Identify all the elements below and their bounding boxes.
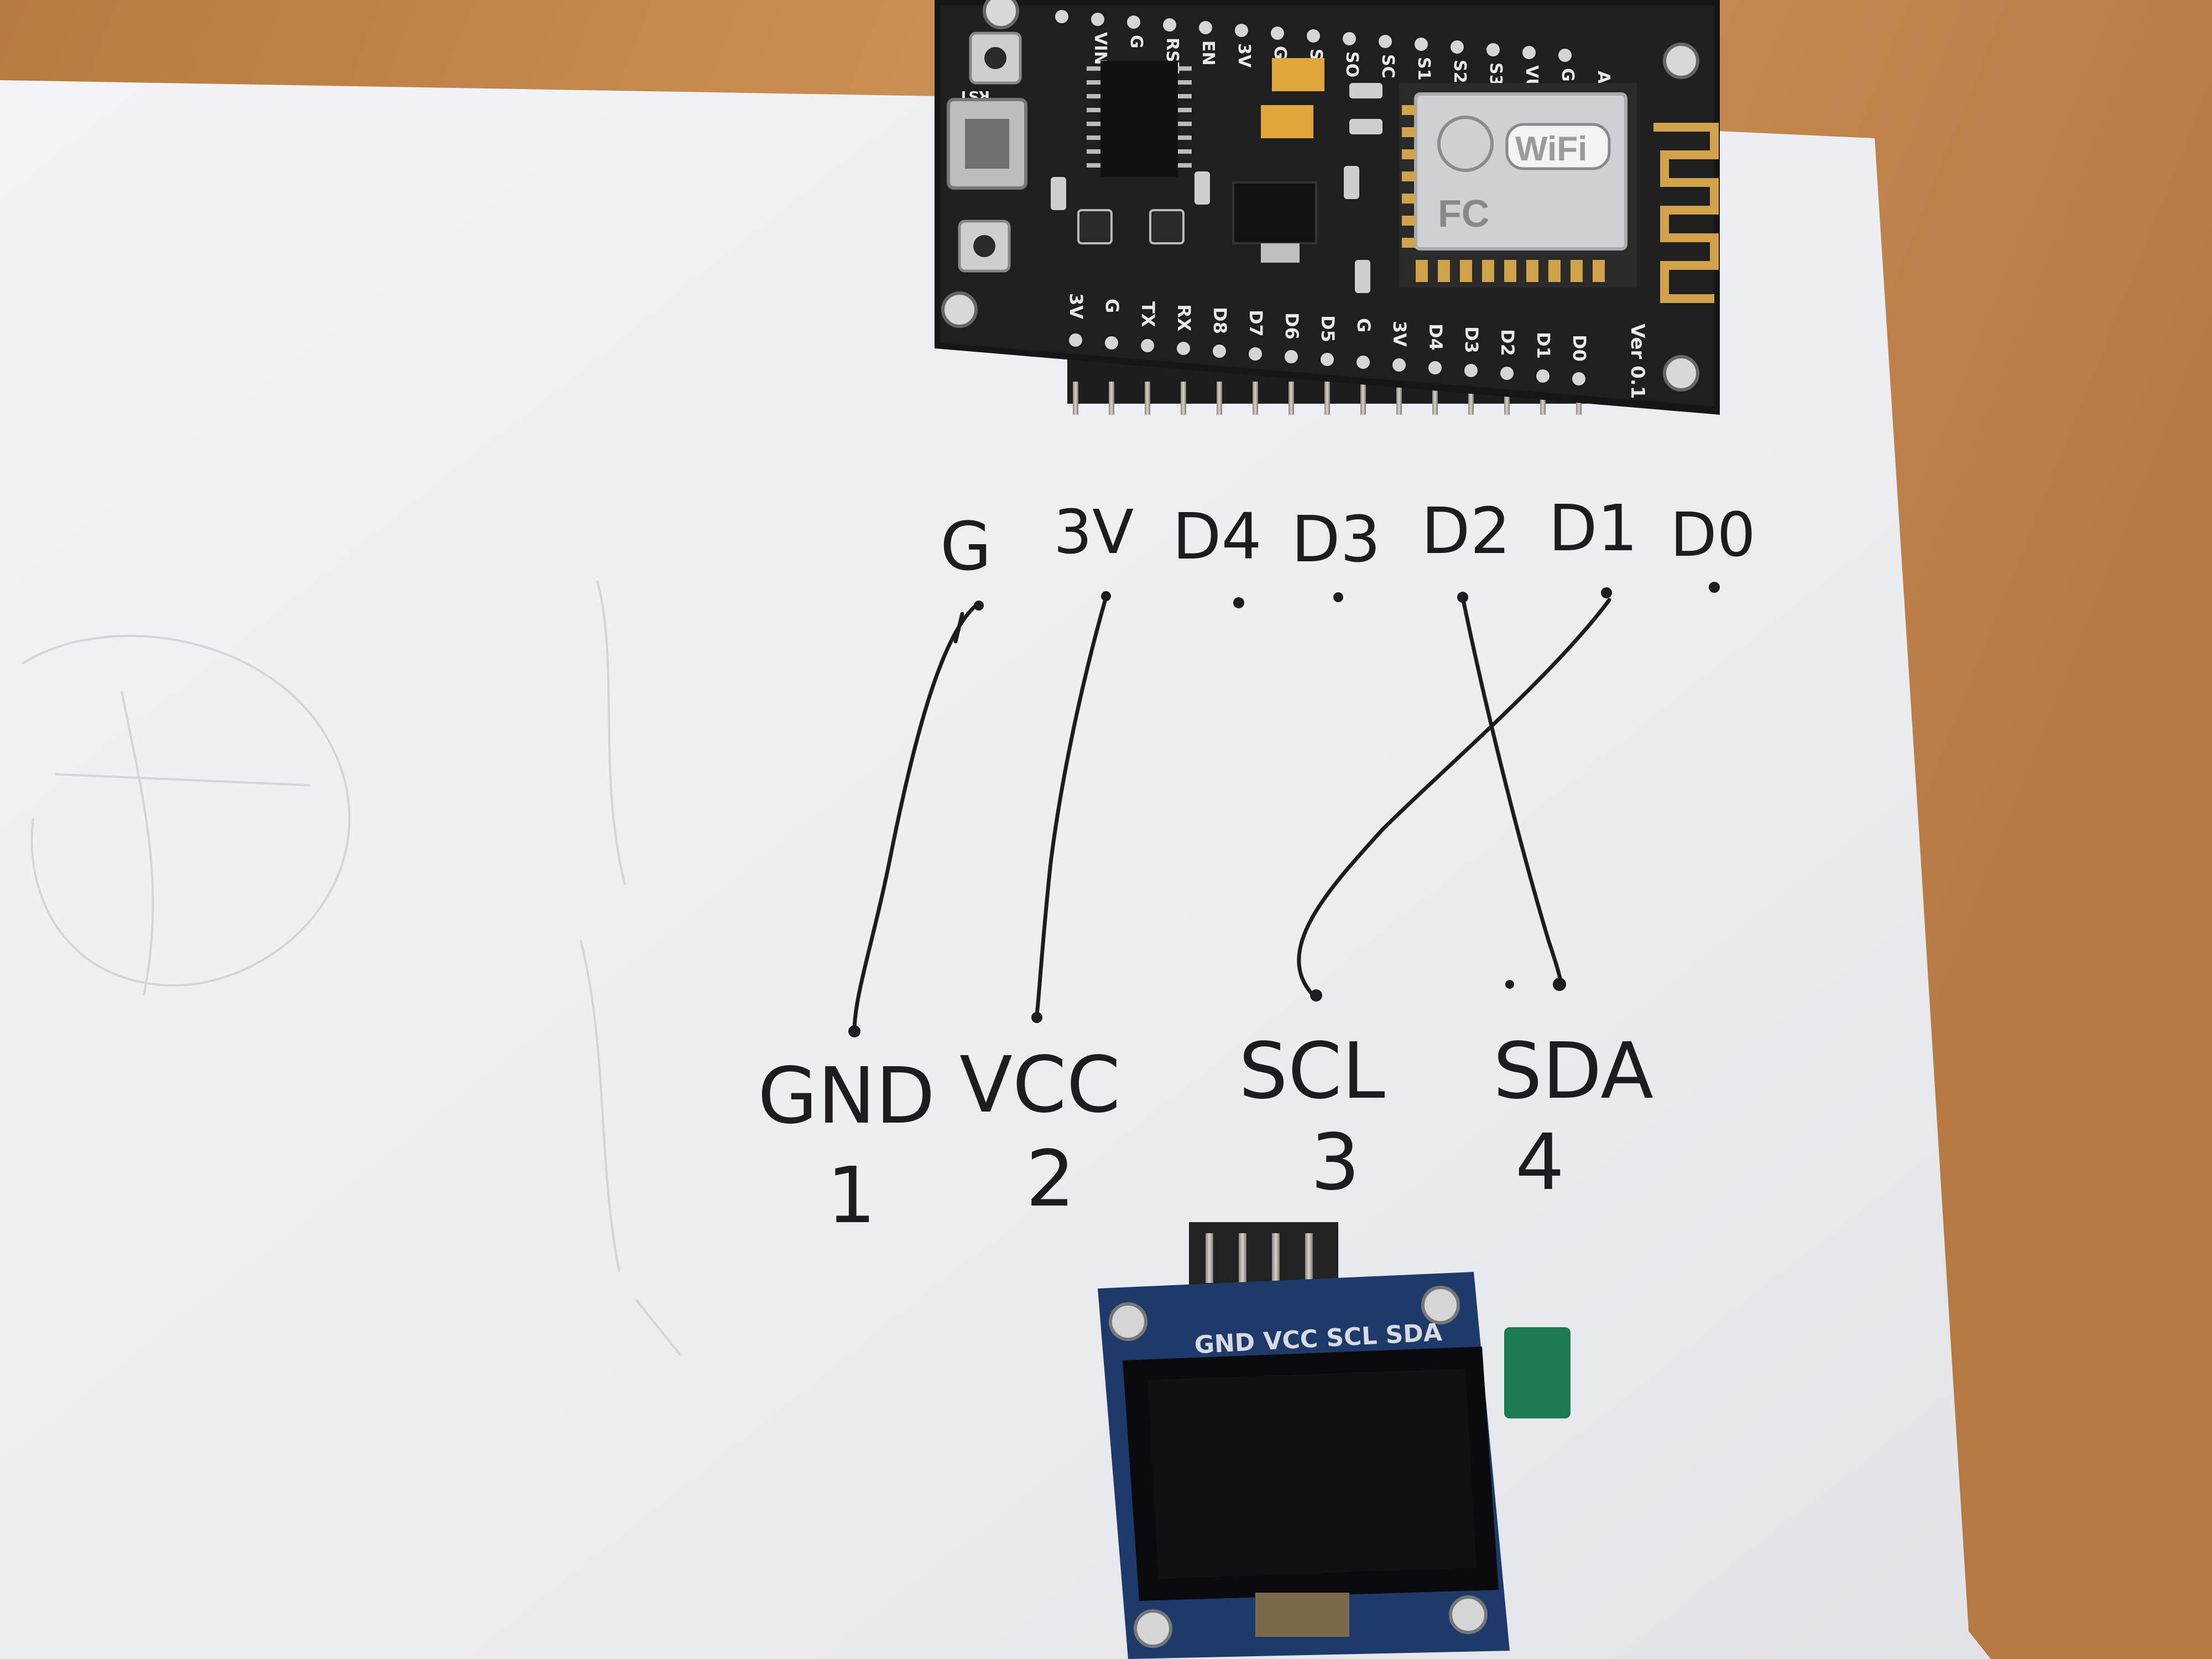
pin-label: G <box>1353 318 1374 332</box>
oled-flex-tab <box>1504 1327 1571 1418</box>
mounting-hole <box>941 291 978 328</box>
oled-module: GND VCC SCL SDA <box>1098 1222 1571 1659</box>
sketch-pin-label: D1 <box>1548 492 1638 566</box>
esp12f-module: WiFi FC <box>1399 83 1637 288</box>
pin-label: 3V <box>1066 293 1087 319</box>
tantalum-capacitor <box>1272 58 1324 91</box>
tantalum-capacitor <box>1261 105 1313 138</box>
pin-label: D7 <box>1245 310 1266 337</box>
sketch-pin-label: D2 <box>1421 494 1511 568</box>
pin-label: SC <box>1378 54 1397 79</box>
rst-button: RST <box>958 32 1022 104</box>
pin-label: D4 <box>1425 324 1446 351</box>
pin-label: S3 <box>1486 62 1505 86</box>
pcb-antenna <box>1653 123 1719 303</box>
pin-label: D8 <box>1209 307 1230 334</box>
mounting-hole <box>1663 43 1699 79</box>
wire-gnd-tick <box>953 612 964 644</box>
esp-castellated-pads <box>1416 260 1605 282</box>
micro-usb-port <box>947 98 1027 190</box>
oled-pin-label: SDA <box>1493 1026 1653 1117</box>
sketch-pin-label: G <box>940 509 992 586</box>
mounting-hole <box>1663 355 1699 392</box>
wire-scl <box>1297 598 1611 998</box>
wifi-badge <box>1505 123 1611 170</box>
pin-label: G <box>1102 299 1123 313</box>
bottom-pin-labels: 3V G TX RX D8 D7 D6 D5 G 3V D4 D3 D2 D1 … <box>1066 293 1590 362</box>
fc-mark: FC <box>1438 192 1489 235</box>
esp-side-pads <box>1402 105 1416 248</box>
oled-pin-label: VCC <box>959 1040 1120 1130</box>
pin-label: TX <box>1138 301 1159 327</box>
pin-label: RX <box>1173 304 1194 332</box>
mounting-hole <box>1449 1595 1488 1634</box>
vendor-logo <box>1437 116 1494 172</box>
wires <box>852 595 1611 1034</box>
oled-pin-number: 4 <box>1515 1118 1564 1208</box>
oled-pin-number: 2 <box>1026 1134 1075 1224</box>
wire-gnd <box>852 603 978 1034</box>
mounting-hole <box>1109 1302 1147 1341</box>
oled-pin-number: 3 <box>1311 1118 1360 1208</box>
pin-label: S2 <box>1450 60 1469 83</box>
mounting-hole <box>1134 1609 1172 1648</box>
wifi-badge-text: WiFi <box>1515 130 1587 168</box>
version-label: Ver 0.1 <box>1626 324 1648 399</box>
pin-label: EN <box>1198 40 1218 66</box>
oled-pin-number: 1 <box>827 1151 876 1241</box>
top-pin-pads <box>1055 10 1572 62</box>
sketch-pin-label: D4 <box>1172 500 1262 574</box>
flash-button <box>958 220 1011 273</box>
paper-sheet <box>0 80 1991 1659</box>
faint-pencil-marks <box>21 580 681 1356</box>
bottom-pin-pads <box>1069 333 1585 385</box>
pin-label: S1 <box>1414 57 1433 80</box>
board-pin-row: G 3V D4 D3 D2 D1 D0 <box>940 492 1756 586</box>
oled-ribbon <box>1255 1593 1349 1637</box>
sketch-pin-label: D0 <box>1670 499 1756 570</box>
usb-serial-chip <box>1087 61 1192 177</box>
pin-label: VIN <box>1091 32 1110 65</box>
oled-pin-label: GND <box>758 1051 935 1141</box>
pin-label: G <box>1126 35 1146 49</box>
pin-label: D5 <box>1317 315 1338 342</box>
sketch-pin-label: D3 <box>1291 503 1381 577</box>
oled-pin-labels: GND VCC SCL SDA 1 2 3 4 <box>758 1026 1653 1241</box>
pin-label: D3 <box>1461 326 1482 353</box>
oled-pin-dots <box>848 978 1566 1037</box>
pin-label: SO <box>1342 51 1361 77</box>
sketch-pin-label: 3V <box>1053 497 1134 567</box>
voltage-regulator <box>1232 181 1317 263</box>
pin-label: D0 <box>1569 335 1590 362</box>
hand-drawn-diagram: G 3V D4 D3 D2 D1 D0 <box>758 492 1756 1241</box>
pin-label: D2 <box>1497 329 1518 356</box>
nodemcu-board: VIN G RST EN 3V G SK SO SC S1 S2 S3 VU G… <box>935 0 1720 415</box>
smd-components <box>1051 83 1383 293</box>
pin-label: D1 <box>1533 332 1554 359</box>
pin-label: 3V <box>1389 321 1410 347</box>
pin-label: G <box>1558 68 1577 82</box>
mounting-hole <box>1421 1286 1460 1324</box>
mounting-hole <box>983 0 1019 29</box>
top-pin-labels: VIN G RST EN 3V G SK SO SC S1 S2 S3 VU G… <box>1091 32 1613 95</box>
oled-pin-label: SCL <box>1239 1026 1385 1117</box>
wire-vcc <box>1035 595 1108 1017</box>
pin-label: 3V <box>1234 43 1254 68</box>
wire-sda <box>1460 595 1563 987</box>
pin-label: G <box>1270 46 1290 60</box>
pin-label: D6 <box>1281 312 1302 340</box>
